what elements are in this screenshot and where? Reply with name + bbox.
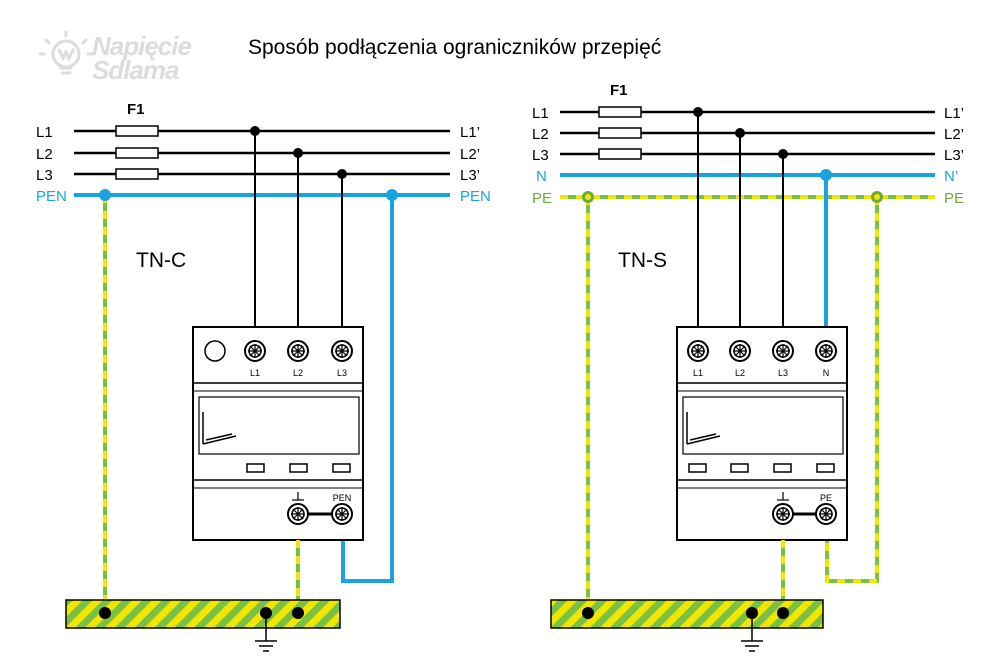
tnc-fuse-l3: [115, 168, 159, 180]
tnc-right-label-l1: L1’: [460, 124, 480, 141]
tns-screw-icon-ground: [772, 503, 794, 525]
tns-screw-icon-l1: [687, 340, 709, 362]
tnc-fuse-l1: [115, 125, 159, 137]
tnc-junction-pen-left: [99, 189, 111, 201]
tns-junction-l3: [778, 149, 788, 159]
tnc-screw-icon-l2: [287, 340, 309, 362]
tns-ground-symbol-icon: [777, 492, 789, 501]
tnc-screw-icon-ground: [287, 503, 309, 525]
tnc-system-label: TN-C: [136, 249, 186, 272]
logo: [36, 28, 206, 88]
tns-right-label-n: N’: [944, 168, 958, 185]
tnc-pen-return-wire: [341, 195, 394, 583]
tns-left-label-n: N: [536, 168, 547, 185]
tns-terminal-label-l3: L3: [778, 368, 788, 378]
logo-line-1: Napięcie: [92, 31, 192, 61]
tns-terminal-label-l2: L2: [735, 368, 745, 378]
tns-brand-mark-icon: [686, 412, 721, 445]
tns-screw-icon-l3: [772, 340, 794, 362]
tns-fuse-label: F1: [610, 82, 628, 99]
tns-right-label-l2: L2’: [944, 126, 964, 143]
tns-left-label-l1: L1: [532, 105, 549, 122]
tnc-junction-pen-right: [386, 189, 398, 201]
tns-bottom-terminal-label: PE: [820, 493, 832, 503]
tnc-ground-symbol-icon: [292, 492, 304, 501]
tns-pe-return-wire: [825, 197, 879, 583]
tns-right-label-l1: L1’: [944, 105, 964, 122]
tns-left-label-pe: PE: [532, 190, 552, 207]
tnc-terminal-label-l3: L3: [337, 368, 347, 378]
tns-fuse-l3: [598, 148, 642, 160]
tnc-left-label-pen: PEN: [36, 188, 67, 205]
tns-screw-icon-pe: [815, 503, 837, 525]
tnc-junction-l2: [293, 148, 303, 158]
tns-terminal-label-l1: L1: [693, 368, 703, 378]
logo-text: Napięcie Sdlama: [92, 31, 192, 85]
tnc-bottom-terminal-label: PEN: [333, 493, 352, 503]
tnc-fuse-label: F1: [127, 101, 145, 118]
tns-junction-n: [820, 169, 832, 181]
logo-line-2: Sdlama: [92, 55, 179, 85]
tnc-left-label-l3: L3: [36, 167, 53, 184]
tns-system-label: TN-S: [618, 249, 667, 272]
tnc-screw-icon-l3: [331, 340, 353, 362]
tnc-left-label-l2: L2: [36, 146, 53, 163]
tnc-surge-arrester: L1 L2 L3 PEN: [192, 326, 364, 541]
tnc-junction-l3: [337, 169, 347, 179]
tnc-terminal-label-l2: L2: [293, 368, 303, 378]
tnc-brand-mark-icon: [202, 412, 237, 445]
tns-diagram: F1 L1 L2 L3 N PE L1’ L2’ L3’ N’ PE: [532, 82, 964, 652]
tnc-terminal-label-l1: L1: [250, 368, 260, 378]
tnc-right-label-l3: L3’: [460, 167, 480, 184]
tns-left-label-l2: L2: [532, 126, 549, 143]
tns-left-label-l3: L3: [532, 147, 549, 164]
tnc-indicator-icon: [204, 340, 226, 362]
tnc-screw-icon-l1: [244, 340, 266, 362]
tns-fuse-l2: [598, 127, 642, 139]
tnc-left-label-l1: L1: [36, 124, 53, 141]
tns-junction-l1: [693, 107, 703, 117]
tns-screw-icon-n: [815, 340, 837, 362]
tns-right-label-pe: PE: [944, 190, 964, 207]
lightbulb-icon: [38, 30, 94, 75]
tnc-fuse-l2: [115, 147, 159, 159]
tns-surge-arrester: L1 L2 L3 N PE: [676, 326, 848, 541]
tns-fuse-l1: [598, 106, 642, 118]
tnc-right-label-l2: L2’: [460, 146, 480, 163]
tns-terminal-label-n: N: [823, 368, 830, 378]
tnc-junction-l1: [250, 126, 260, 136]
page-title: Sposób podłączenia ograniczników przepię…: [248, 36, 662, 59]
tns-right-label-l3: L3’: [944, 147, 964, 164]
tns-screw-icon-l2: [729, 340, 751, 362]
tnc-screw-icon-pen: [331, 503, 353, 525]
tnc-right-label-pen: PEN: [460, 188, 491, 205]
tns-junction-l2: [735, 128, 745, 138]
tnc-diagram: F1 L1 L2 L3 PEN L1’ L2’ L3’ PEN: [36, 101, 491, 652]
